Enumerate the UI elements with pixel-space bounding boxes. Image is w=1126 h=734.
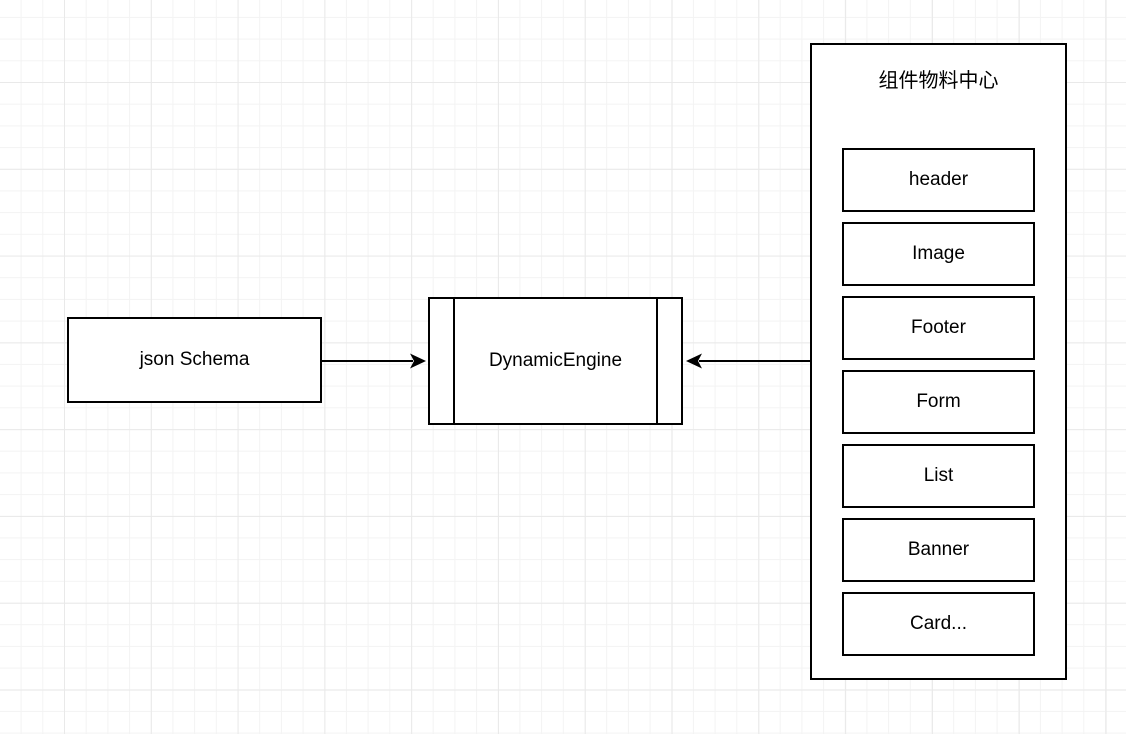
material-item-card[interactable]: Card... — [842, 592, 1035, 656]
material-item-image[interactable]: Image — [842, 222, 1035, 286]
material-item-banner[interactable]: Banner — [842, 518, 1035, 582]
arrowhead-left-icon — [686, 353, 702, 369]
process-left-bar-icon — [453, 299, 455, 423]
material-item-footer[interactable]: Footer — [842, 296, 1035, 360]
material-item-list[interactable]: List — [842, 444, 1035, 508]
node-dynamic-engine-label: DynamicEngine — [488, 349, 623, 371]
arrowhead-right-icon — [410, 353, 426, 369]
node-json-schema-label: json Schema — [139, 348, 250, 370]
node-json-schema[interactable]: json Schema — [67, 317, 322, 403]
node-materials-container[interactable]: 组件物料中心 header Image Footer Form List Ban… — [810, 43, 1067, 680]
material-item-form[interactable]: Form — [842, 370, 1035, 434]
materials-title: 组件物料中心 — [878, 70, 999, 92]
process-right-bar-icon — [656, 299, 658, 423]
node-dynamic-engine[interactable]: DynamicEngine — [428, 297, 683, 425]
materials-item-list: header Image Footer Form List Banner Car… — [812, 148, 1065, 666]
material-item-header[interactable]: header — [842, 148, 1035, 212]
